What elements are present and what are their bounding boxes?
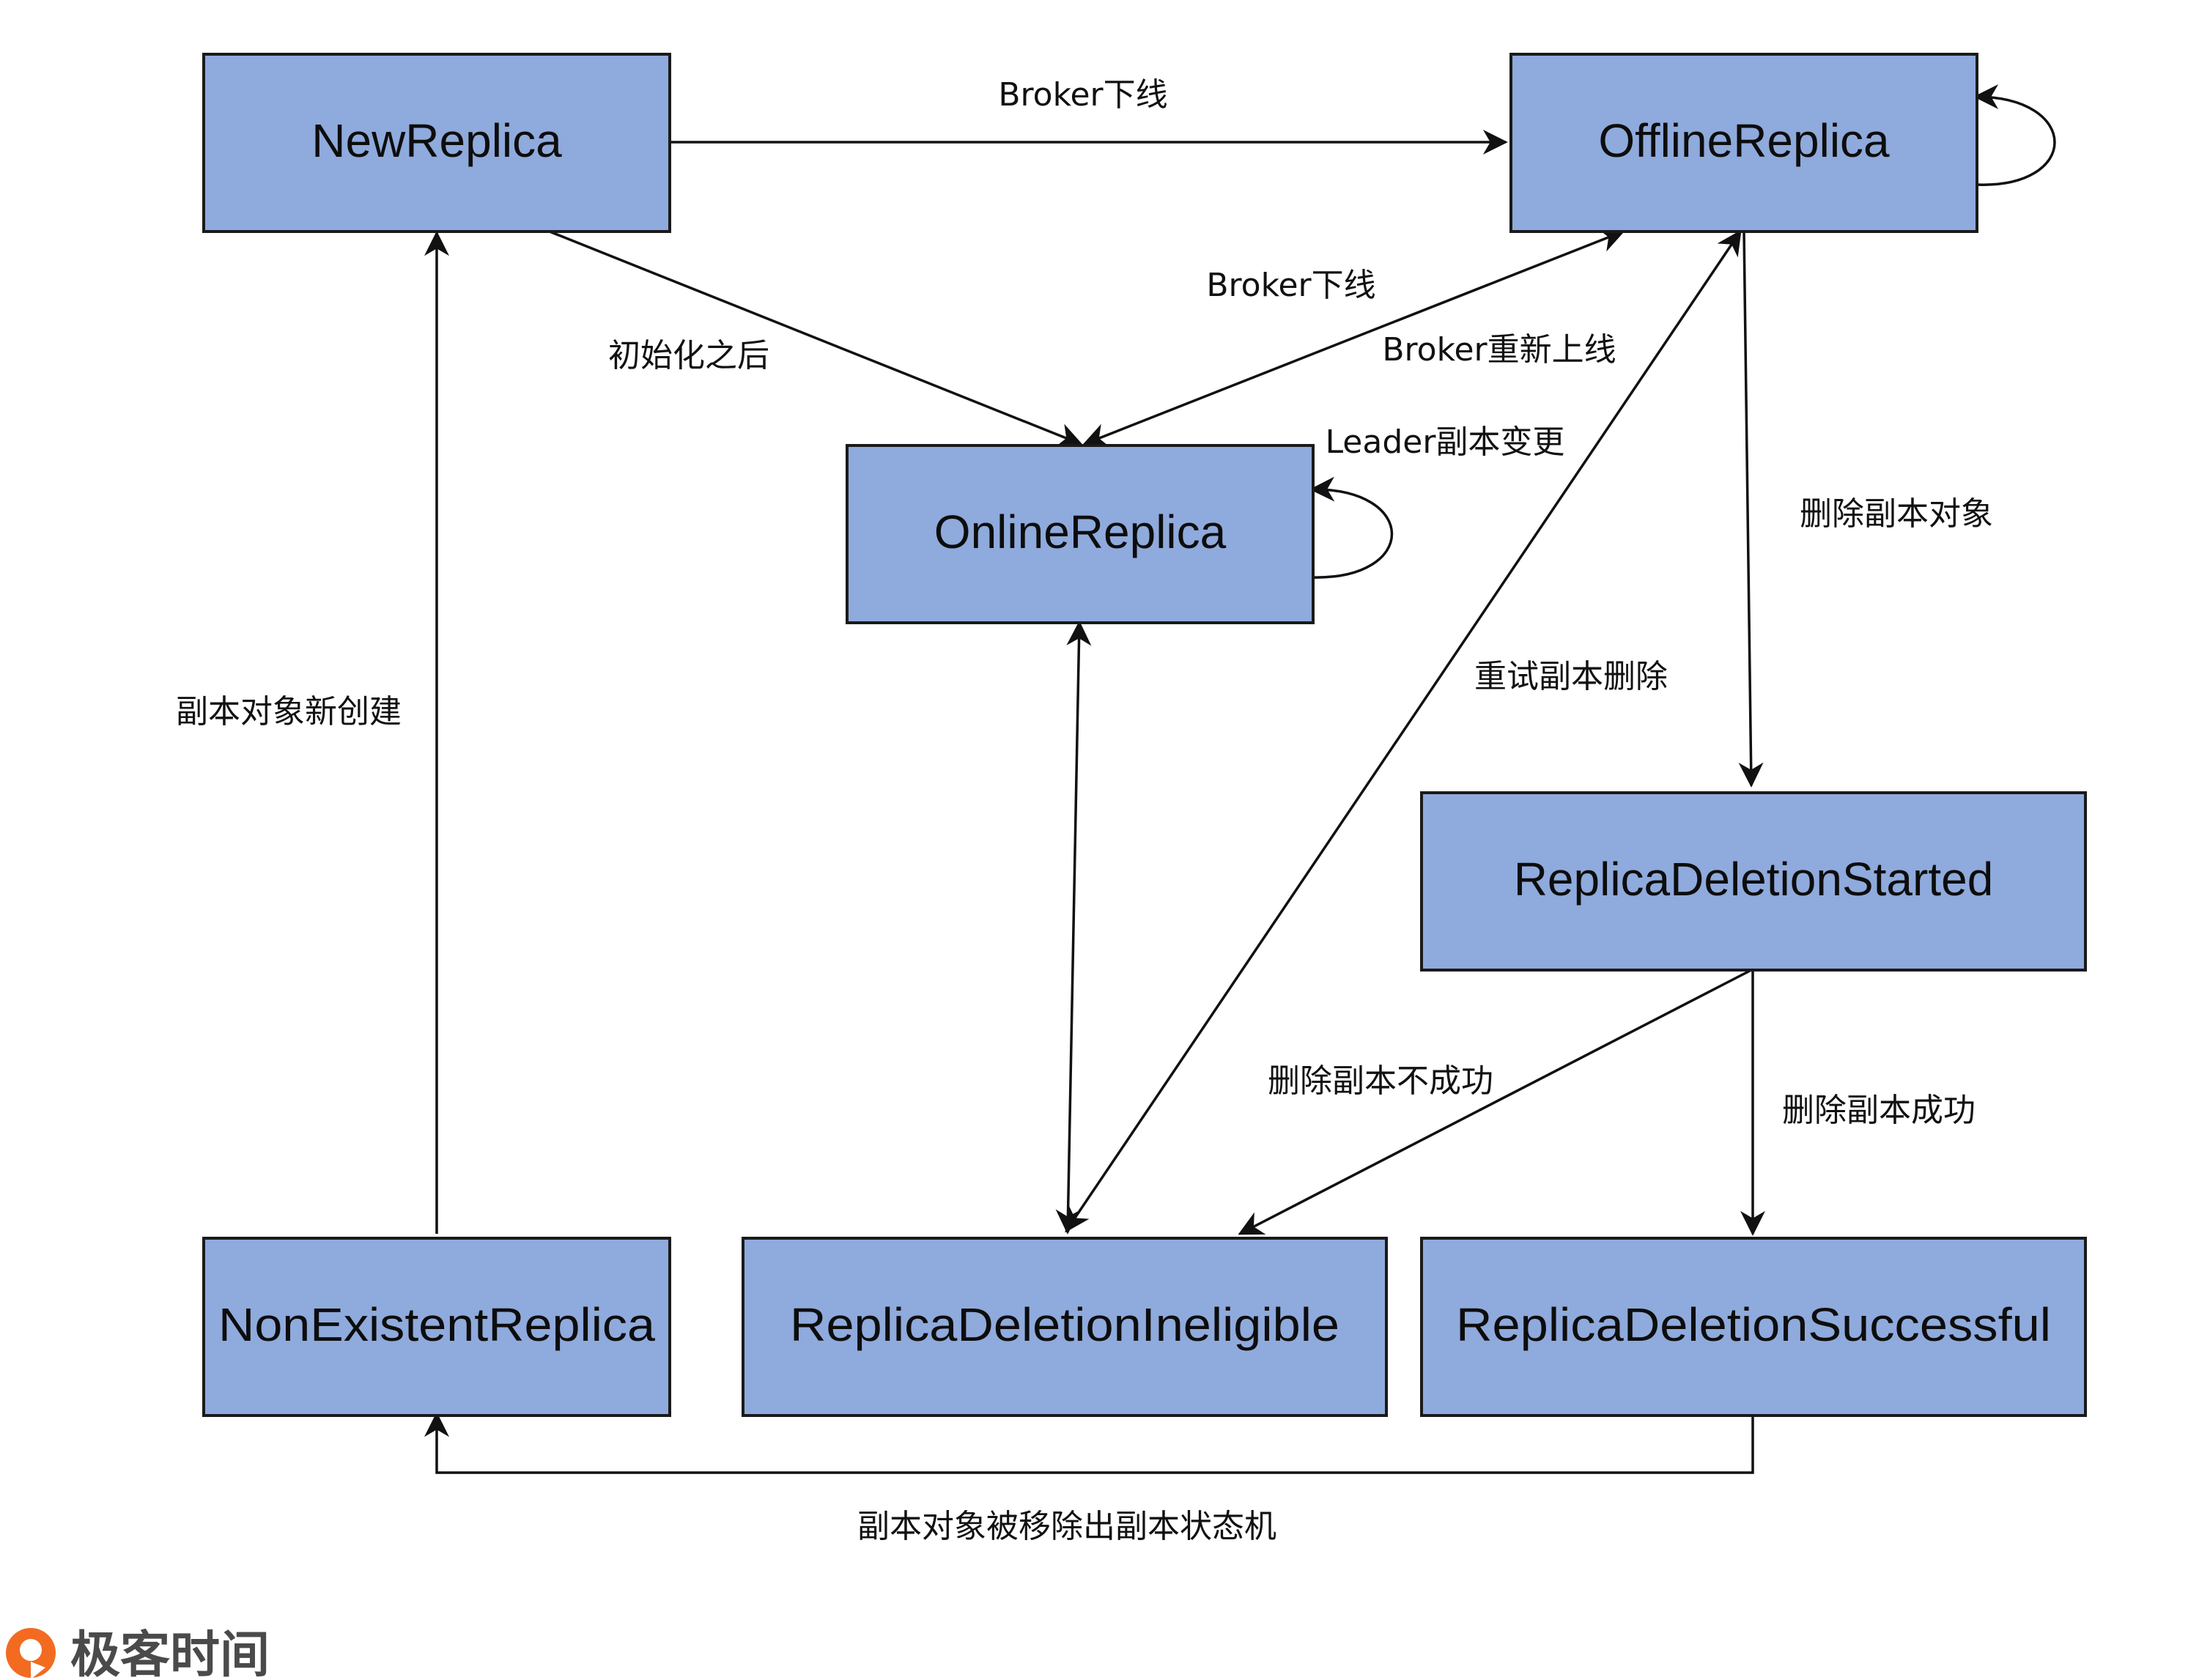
state-replica-deletion-successful: ReplicaDeletionSuccessful: [1420, 1237, 2087, 1417]
state-label: OfflineReplica: [1598, 114, 1890, 167]
label-ineligible-to-offline: 重试副本删除: [1474, 658, 1668, 695]
state-label: NonExistentReplica: [218, 1298, 655, 1351]
state-label: ReplicaDeletionIneligible: [790, 1298, 1339, 1351]
state-label: NewReplica: [311, 114, 562, 167]
state-replica-deletion-started: ReplicaDeletionStarted: [1420, 791, 2087, 972]
edge-offline-self-loop: [1973, 84, 2056, 186]
label-offline-to-deletion-started: 删除副本对象: [1800, 495, 1993, 533]
edge-successful-to-nonexistent: [424, 1412, 1754, 1474]
label-new-to-offline: Broker下线: [998, 76, 1167, 114]
state-online-replica: OnlineReplica: [846, 444, 1315, 624]
state-label: OnlineReplica: [934, 506, 1227, 558]
edge-ineligible-to-offline: [1065, 229, 1742, 1233]
brand-name: 极客时间: [70, 1627, 270, 1680]
state-label: ReplicaDeletionStarted: [1514, 853, 1994, 906]
edge-labels: Broker下线 初始化之后 Broker下线 Broker重新上线 Leade…: [176, 76, 1993, 1545]
label-offline-to-online: Broker重新上线: [1382, 331, 1616, 369]
label-online-to-offline: Broker下线: [1206, 267, 1375, 304]
label-started-to-ineligible: 删除副本不成功: [1268, 1062, 1493, 1100]
edge-online-ineligible: [1055, 621, 1092, 1235]
brand-watermark: 极客时间: [6, 1627, 270, 1680]
edge-started-to-ineligible: [1238, 969, 1752, 1235]
label-successful-to-nonexistent: 副本对象被移除出副本状态机: [857, 1508, 1276, 1545]
label-new-to-online: 初始化之后: [608, 337, 769, 374]
label-started-to-successful: 删除副本成功: [1782, 1092, 1976, 1129]
state-offline-replica: OfflineReplica: [1509, 53, 1978, 233]
state-non-existent-replica: NonExistentReplica: [202, 1237, 671, 1417]
label-nonexistent-to-new: 副本对象新创建: [176, 693, 402, 730]
state-replica-deletion-ineligible: ReplicaDeletionIneligible: [742, 1237, 1388, 1417]
edges: [424, 84, 2056, 1474]
edge-offline-to-deletion-started: [1738, 231, 1764, 788]
label-online-self: Leader副本变更: [1326, 423, 1565, 461]
state-label: ReplicaDeletionSuccessful: [1456, 1298, 2051, 1351]
state-new-replica: NewReplica: [202, 53, 671, 233]
edge-online-self-loop: [1309, 476, 1394, 579]
edge-new-to-online: [549, 230, 1083, 448]
geektime-logo-icon: [6, 1628, 56, 1679]
